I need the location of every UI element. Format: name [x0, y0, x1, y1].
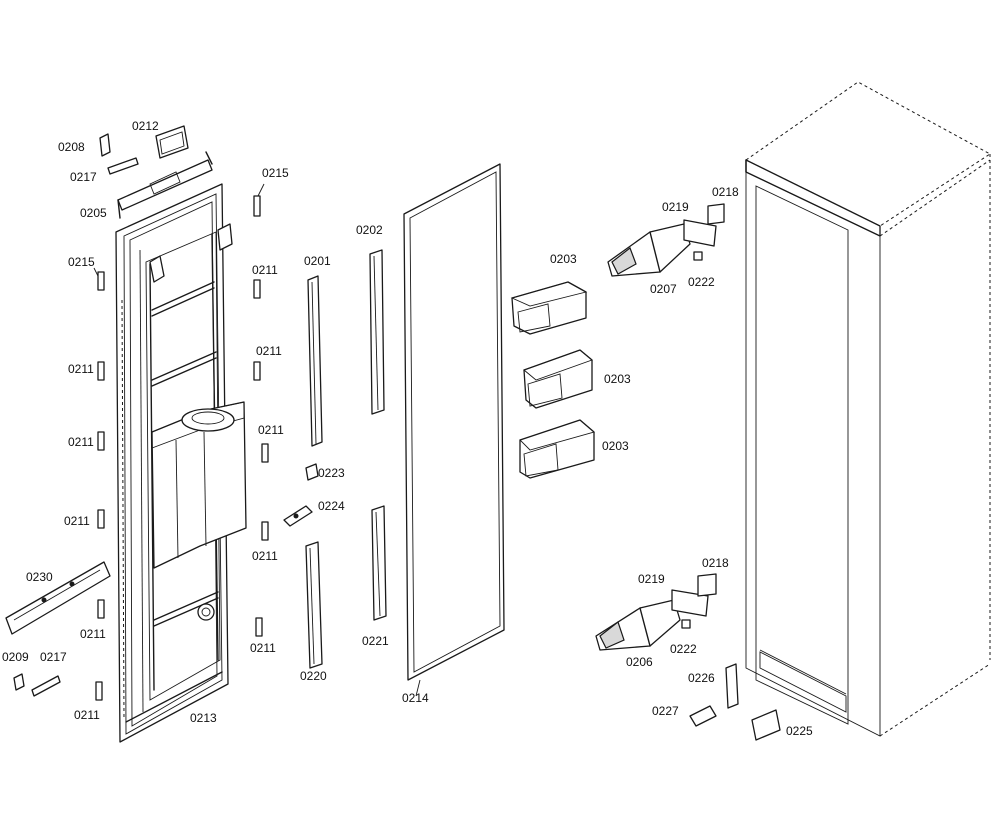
label-0209: 0209 [2, 650, 29, 664]
label-0226: 0226 [688, 671, 715, 685]
label-0217-bottom: 0217 [40, 650, 67, 664]
part-0214-door-gasket [403, 163, 505, 681]
label-0215-left: 0215 [68, 255, 95, 269]
label-0217-top: 0217 [70, 170, 97, 184]
label-0227: 0227 [652, 704, 679, 718]
label-0211-r1: 0211 [252, 263, 278, 277]
label-0219-top: 0219 [662, 200, 689, 214]
label-0213: 0213 [190, 711, 217, 725]
bottom-small-fittings [689, 663, 781, 741]
label-0211-d: 0211 [80, 627, 106, 641]
label-0225: 0225 [786, 724, 813, 738]
label-0205: 0205 [80, 206, 107, 220]
label-0218-bottom: 0218 [702, 556, 729, 570]
top-right-hinge [607, 203, 725, 277]
label-0211-a: 0211 [68, 362, 94, 376]
label-0211-r4: 0211 [252, 549, 278, 563]
label-0207: 0207 [650, 282, 677, 296]
label-0203-c: 0203 [602, 439, 629, 453]
label-0211-b: 0211 [68, 435, 94, 449]
door-assembly [115, 183, 247, 743]
part-0230-bracket [5, 561, 111, 635]
label-0211-e: 0211 [74, 708, 100, 722]
label-0224: 0224 [318, 499, 345, 513]
bottom-right-hinge [595, 573, 717, 651]
right-clips [253, 195, 269, 637]
label-0212: 0212 [132, 119, 159, 133]
bottom-small-parts [13, 673, 61, 697]
part-0220-strip [305, 541, 323, 669]
part-0221-strip [371, 505, 387, 621]
label-0211-r5: 0211 [250, 641, 276, 655]
label-0218-top: 0218 [712, 185, 739, 199]
label-0222-top: 0222 [688, 275, 715, 289]
part-0203-bins [510, 281, 595, 479]
label-0219-bottom: 0219 [638, 572, 665, 586]
label-0223: 0223 [318, 466, 345, 480]
label-0211-c: 0211 [64, 514, 90, 528]
label-0230: 0230 [26, 570, 53, 584]
label-0220: 0220 [300, 669, 327, 683]
label-0203-b: 0203 [604, 372, 631, 386]
part-labels: 0208 0212 0217 0205 0215 0211 0211 0211 … [2, 119, 813, 738]
left-clips [95, 271, 105, 701]
leader-lines [93, 183, 421, 697]
top-hinge-parts [99, 125, 213, 219]
label-0206: 0206 [626, 655, 653, 669]
label-0201: 0201 [304, 254, 331, 268]
label-0215-right: 0215 [262, 166, 289, 180]
part-0202-strip [369, 249, 385, 415]
label-0208: 0208 [58, 140, 85, 154]
label-0222-bottom: 0222 [670, 642, 697, 656]
label-0203-a: 0203 [550, 252, 577, 266]
label-0211-r2: 0211 [256, 344, 282, 358]
cabinet [745, 81, 991, 737]
label-0221: 0221 [362, 634, 389, 648]
part-0201-strip [307, 275, 323, 447]
label-0211-r3: 0211 [258, 423, 284, 437]
small-fittings [283, 463, 319, 527]
label-0214: 0214 [402, 691, 429, 705]
label-0202: 0202 [356, 223, 383, 237]
